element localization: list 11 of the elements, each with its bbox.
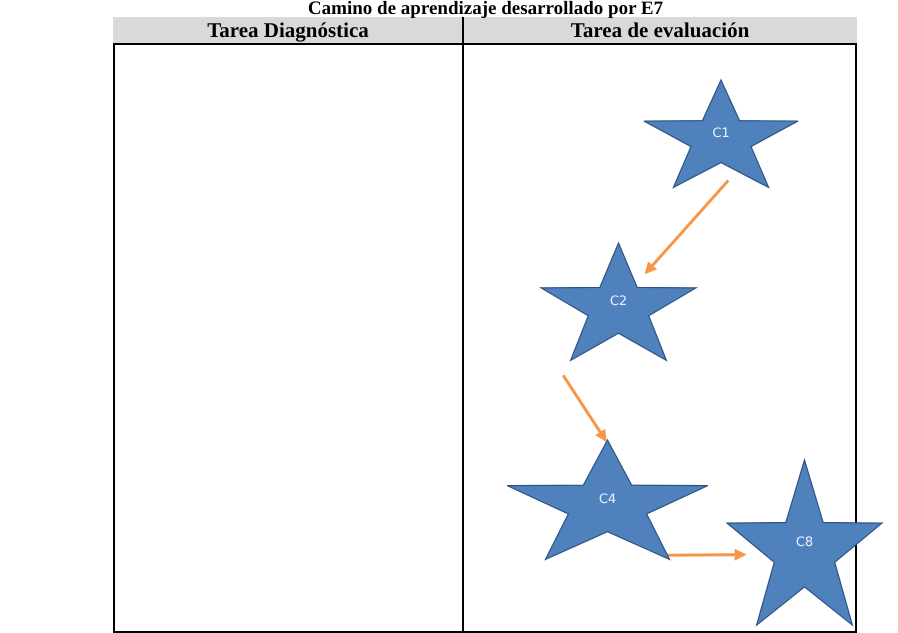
star-shape (723, 460, 886, 626)
star-shape (537, 243, 700, 361)
title: Camino de aprendizaje desarrollado por E7 (306, 0, 664, 18)
column-header: Tarea Diagnóstica (113, 17, 463, 45)
star-label: C4 (598, 492, 618, 507)
arrow (562, 374, 607, 442)
star-label: C8 (794, 535, 814, 550)
arrow (644, 179, 730, 274)
column-header: Tarea de evaluación (463, 17, 857, 45)
star-label: C1 (711, 126, 731, 141)
star-label: C2 (608, 294, 628, 309)
